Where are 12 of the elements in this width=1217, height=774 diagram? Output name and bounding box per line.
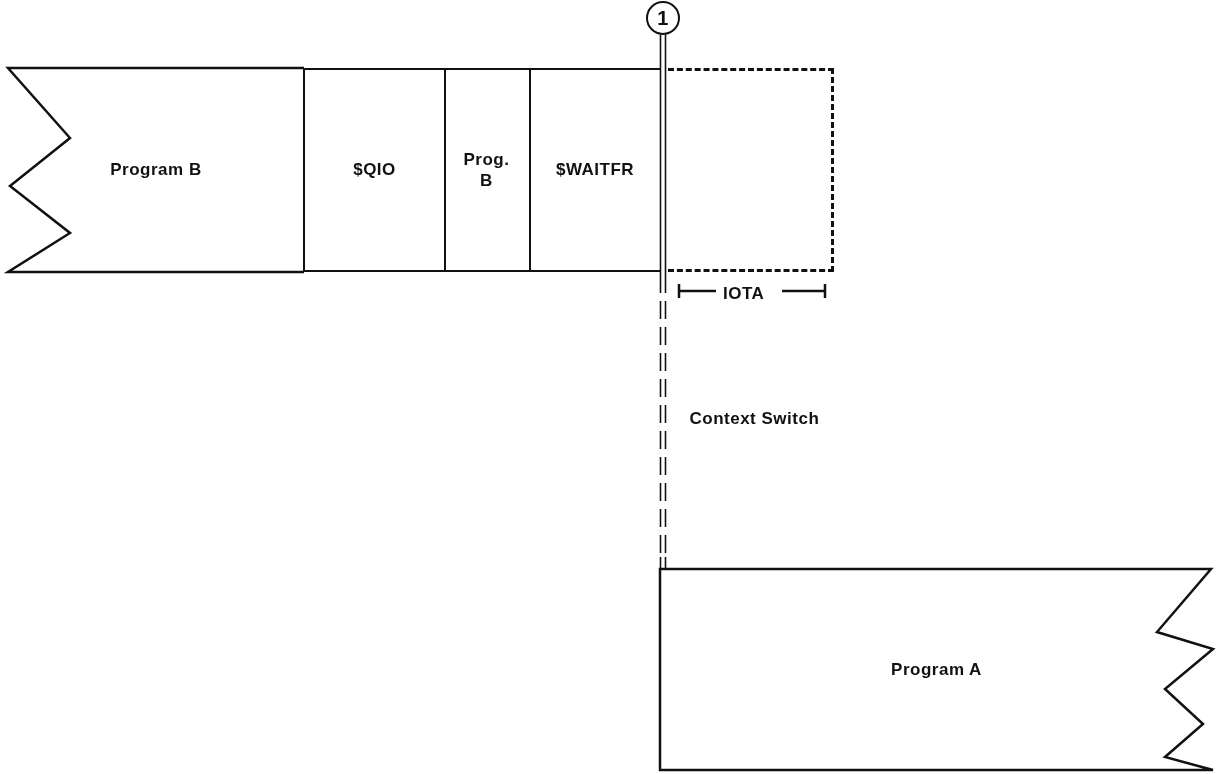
program-segment xyxy=(444,68,531,272)
callout-number: 1 xyxy=(657,5,669,31)
segment-label: $WAITFR xyxy=(555,159,635,181)
segment-label: Prog. B xyxy=(462,148,511,192)
segment-label: Program B xyxy=(110,159,202,181)
segment-label: Program A xyxy=(891,658,982,681)
program-segment xyxy=(529,68,661,272)
double-line xyxy=(659,34,667,570)
segment-label: $QIO xyxy=(353,159,396,181)
callout-circle xyxy=(646,1,680,35)
program-segment xyxy=(660,569,1213,770)
program-segment xyxy=(303,68,446,272)
